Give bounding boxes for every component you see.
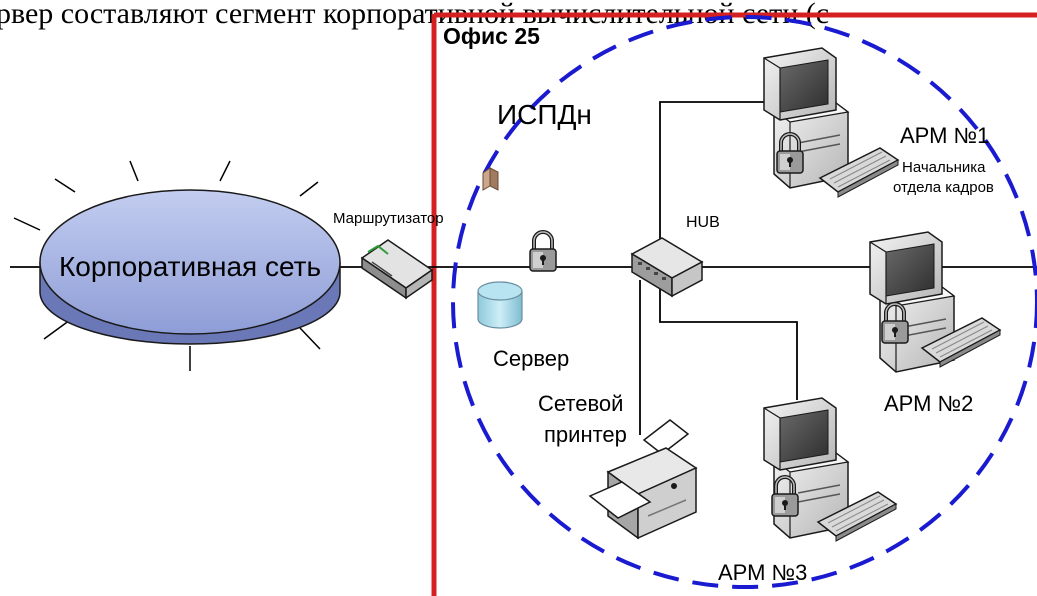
hub-icon xyxy=(630,237,704,298)
printer-label-line2: принтер xyxy=(544,422,627,447)
router-icon xyxy=(360,239,434,300)
ispdn-label: ИСПДн xyxy=(497,99,592,130)
workstation-arm3: АРМ №3 xyxy=(718,397,897,585)
arm1-label: АРМ №1 xyxy=(900,123,989,148)
server-label: Сервер xyxy=(493,346,569,371)
corporate-network-disk: Корпоративная сеть xyxy=(13,160,341,371)
workstation-arm1: АРМ №1 Начальника отдела кадров xyxy=(763,47,994,198)
arm1-subtitle-line2: отдела кадров xyxy=(893,179,994,196)
lock-icon xyxy=(528,230,558,273)
printer-label-line1: Сетевой xyxy=(538,391,623,416)
arm3-label: АРМ №3 xyxy=(718,560,807,585)
server-icon xyxy=(477,281,523,329)
hub-label: HUB xyxy=(686,214,720,231)
arm2-label: АРМ №2 xyxy=(884,391,973,416)
arm1-subtitle-line1: Начальника xyxy=(902,159,986,176)
ispdn-boundary xyxy=(451,15,1037,589)
small-document-icon xyxy=(482,167,499,191)
corporate-network-label: Корпоративная сеть xyxy=(59,251,321,282)
office-label: Офис 25 xyxy=(443,23,540,49)
router-label: Маршрутизатор xyxy=(333,210,444,227)
printer-icon xyxy=(588,419,698,540)
workstation-arm2: АРМ №2 xyxy=(869,231,1001,416)
